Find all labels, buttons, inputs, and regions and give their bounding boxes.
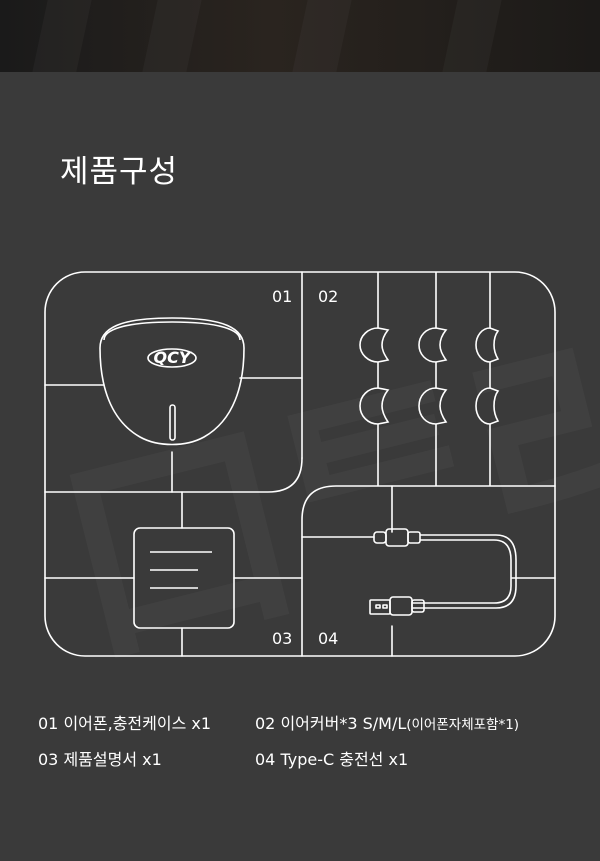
ear-tip-icon <box>418 387 448 425</box>
part-number-01: 01 <box>272 287 292 306</box>
part-number-04: 04 <box>318 629 338 648</box>
caption-part01: 01 이어폰,충전케이스 x1 <box>38 714 212 733</box>
part-number-03: 03 <box>272 629 292 648</box>
ear-tip-icon <box>475 387 500 425</box>
caption-part02-wrap: 02 이어커버*3 S/M/L(이어폰자체포함*1) <box>255 710 519 734</box>
divider-part01 <box>44 457 303 493</box>
top-banner <box>0 0 600 72</box>
case-logo: QCY <box>154 348 192 367</box>
ear-tip-icon <box>475 327 500 363</box>
manual-icon <box>133 527 235 629</box>
ear-tips-group <box>359 272 500 486</box>
caption-part03: 03 제품설명서 x1 <box>38 750 162 769</box>
page-title: 제품구성 <box>60 154 179 190</box>
caption-part02: 02 이어커버*3 S/M/L <box>255 714 407 733</box>
caption-part02-note: (이어폰자체포함*1) <box>406 717 520 733</box>
ear-tip-icon <box>418 327 448 363</box>
part-number-02: 02 <box>318 287 338 306</box>
usb-cable-icon <box>369 528 517 616</box>
charging-case-icon: QCY <box>99 317 245 446</box>
ear-tip-icon <box>359 387 390 425</box>
ear-tip-icon <box>359 327 390 363</box>
divider-part04 <box>301 485 556 657</box>
caption-part04: 04 Type-C 충전선 x1 <box>255 750 409 769</box>
tray-outline <box>44 271 556 657</box>
